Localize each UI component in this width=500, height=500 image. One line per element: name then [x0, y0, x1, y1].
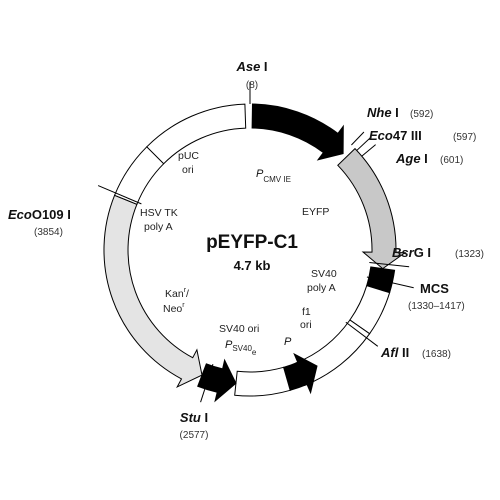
site-ase-suffix: I — [260, 59, 267, 74]
site-stu-pos: (2577) — [180, 430, 209, 441]
tick-bsrg — [369, 262, 410, 268]
site-bsrg-suffix: G I — [414, 245, 431, 260]
site-eco47-label: Eco47 III — [369, 128, 422, 143]
site-eco0109-suffix: O109 I — [32, 207, 71, 222]
site-age-suffix: I — [421, 151, 428, 166]
site-age-name: Age — [395, 151, 421, 166]
segment-puc — [146, 103, 247, 165]
feature-f1-line2: ori — [300, 319, 312, 331]
feature-f1-line1: f1 — [302, 306, 311, 318]
feature-kan-label: Kanr/ — [165, 287, 189, 300]
feature-pf1-label: P — [284, 336, 292, 348]
feature-hsvtk-line2: poly A — [144, 221, 173, 233]
site-bsrg-label: BsrG I — [392, 245, 431, 260]
feature-kan-sup: r — [184, 287, 187, 294]
feature-hsvtk-line1: HSV TK — [140, 207, 178, 219]
site-mcs-pos: (1330–1417) — [408, 301, 465, 312]
feature-kan-text: Kan — [165, 288, 184, 300]
site-ase-pos: (8) — [246, 80, 258, 91]
feature-pcmv-label: PCMV IE — [256, 168, 291, 184]
site-nhe-name: Nhe — [367, 105, 392, 120]
site-eco47-name: Eco — [369, 128, 393, 143]
feature-puc-line2: ori — [182, 164, 194, 176]
site-eco47-suffix: 47 III — [393, 128, 422, 143]
site-stu-suffix: I — [201, 410, 208, 425]
tick-stu — [200, 363, 214, 403]
plasmid-segments — [103, 103, 407, 403]
segment-psv40 — [197, 358, 237, 403]
feature-puc-line1: pUC — [178, 150, 199, 162]
feature-pcmv-sub: CMV IE — [263, 175, 291, 184]
feature-neo-text: Neo — [163, 303, 182, 315]
site-afl-name: Afl — [380, 345, 399, 360]
feature-sv40ori-label: SV40 ori — [219, 323, 259, 335]
site-eco0109-label: EcoO109 I — [8, 207, 71, 222]
site-mcs-name: MCS — [420, 281, 449, 296]
feature-psv40-p: P — [225, 339, 233, 351]
site-afl-suffix: II — [398, 345, 409, 360]
tick-eco47 — [356, 136, 372, 151]
tick-nhe — [351, 131, 365, 146]
site-age-pos: (601) — [440, 155, 463, 166]
feature-sv40polya-line2: poly A — [307, 282, 336, 294]
site-nhe-pos: (592) — [410, 109, 433, 120]
site-stu-name: Stu — [180, 410, 201, 425]
site-nhe-label: Nhe I — [367, 105, 399, 120]
feature-kan-slash: / — [186, 288, 189, 300]
plasmid-title: pEYFP-C1 — [206, 232, 298, 253]
site-ase-label: Ase I — [235, 59, 267, 74]
feature-sv40polya-line1: SV40 — [311, 268, 337, 280]
tick-eco0109 — [97, 185, 142, 205]
site-stu-label: Stu I — [180, 410, 208, 425]
site-eco0109-name: Eco — [8, 207, 32, 222]
segment-sv40ori — [234, 366, 291, 397]
feature-eyfp-label: EYFP — [302, 206, 329, 218]
tick-afl — [345, 321, 379, 347]
segment-pf1 — [282, 352, 318, 395]
plasmid-size: 4.7 kb — [234, 258, 271, 273]
site-bsrg-pos: (1323) — [455, 249, 484, 260]
feature-psv40-sub: SV40 — [232, 344, 252, 353]
site-afl-pos: (1638) — [422, 349, 451, 360]
segment-pcmv — [251, 103, 344, 161]
site-ase-name: Ase — [235, 59, 260, 74]
site-ticks — [97, 82, 414, 403]
feature-neo-label: Neor — [163, 302, 185, 315]
feature-psv40-label: PSV40e — [225, 339, 257, 357]
feature-neo-sup: r — [182, 302, 185, 309]
site-afl-label: Afl II — [380, 345, 409, 360]
site-nhe-suffix: I — [392, 105, 399, 120]
tick-mcs — [366, 276, 414, 289]
site-eco47-pos: (597) — [453, 132, 476, 143]
feature-pcmv-p: P — [256, 168, 264, 180]
site-age-label: Age I — [395, 151, 428, 166]
tick-age — [361, 144, 376, 157]
site-eco0109-pos: (3854) — [34, 227, 63, 238]
feature-psv40-subsub: e — [252, 348, 257, 357]
site-bsrg-name: Bsr — [392, 245, 415, 260]
